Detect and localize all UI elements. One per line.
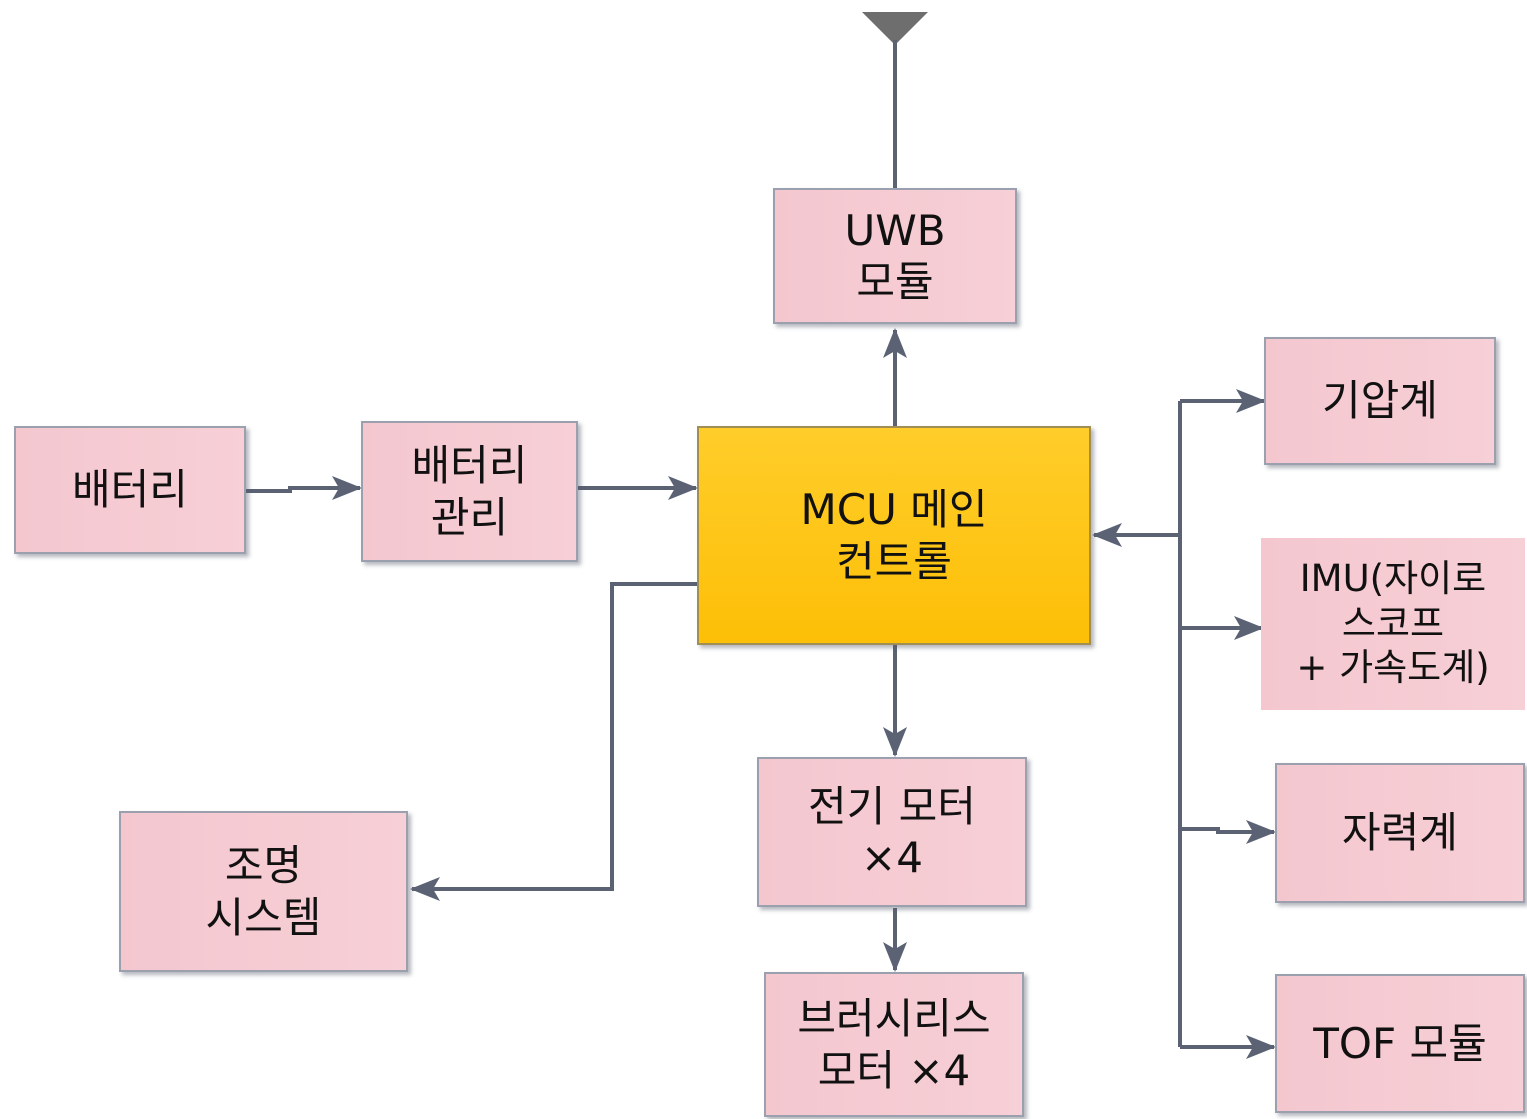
mcu-main-control-box: MCU 메인 컨트롤: [697, 426, 1091, 645]
arrow-bus-to-magnetometer: [1180, 820, 1276, 844]
battery-box: 배터리: [14, 426, 246, 554]
battery-management-label: 배터리 관리: [411, 441, 528, 542]
battery-label: 배터리: [72, 465, 188, 515]
magnetometer-box: 자력계: [1275, 763, 1525, 903]
electric-motor-label: 전기 모터 ×4: [808, 781, 976, 882]
lighting-system-label: 조명 시스템: [205, 841, 322, 942]
magnetometer-label: 자력계: [1342, 808, 1458, 858]
tof-module-box: TOF 모듈: [1275, 974, 1525, 1113]
battery-management-box: 배터리 관리: [361, 421, 578, 562]
brushless-motor-label: 브러시리스 모터 ×4: [797, 994, 991, 1095]
arrow-mcu-to-lighting: [410, 582, 697, 901]
electric-motor-box: 전기 모터 ×4: [757, 757, 1027, 907]
antenna-icon: [862, 12, 928, 45]
uwb-label: UWB 모듈: [844, 205, 946, 306]
barometer-label: 기압계: [1322, 376, 1438, 426]
arrow-battery-to-mgmt: [246, 476, 362, 500]
lighting-system-box: 조명 시스템: [119, 811, 408, 972]
imu-label: IMU(자이로 스코프 + 가속도계): [1296, 557, 1490, 690]
barometer-box: 기압계: [1264, 337, 1496, 465]
mcu-label: MCU 메인 컨트롤: [800, 485, 988, 586]
imu-box: IMU(자이로 스코프 + 가속도계): [1261, 538, 1525, 710]
tof-label: TOF 모듈: [1313, 1018, 1487, 1068]
uwb-module-box: UWB 모듈: [773, 188, 1017, 324]
brushless-motor-box: 브러시리스 모터 ×4: [764, 972, 1024, 1117]
